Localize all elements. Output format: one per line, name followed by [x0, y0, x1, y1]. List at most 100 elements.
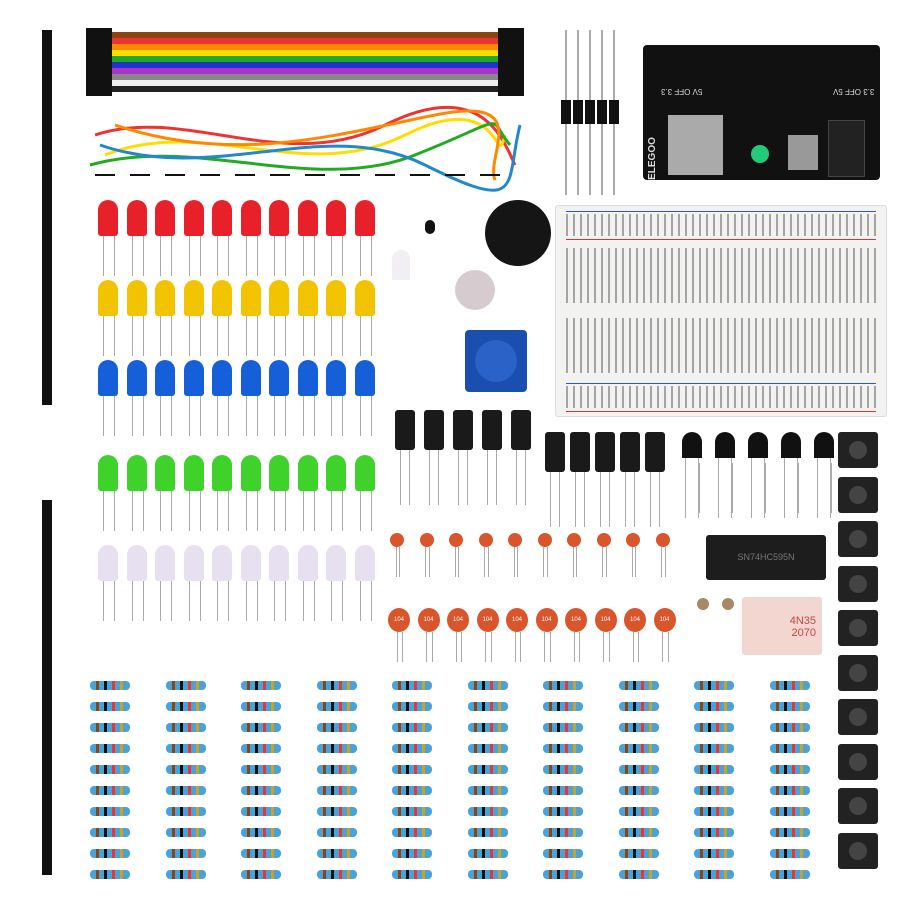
resistor: [753, 807, 826, 816]
resistor: [225, 702, 297, 711]
ceramic-capacitor: [390, 533, 404, 577]
led: [326, 455, 346, 531]
resistor: [527, 702, 599, 711]
ceramic-capacitor: [567, 533, 581, 577]
active-buzzer: [485, 200, 551, 266]
resistor: [225, 681, 297, 690]
tactile-button: [838, 788, 878, 824]
resistor: [376, 849, 448, 858]
resistor: [149, 786, 222, 795]
led: [297, 545, 318, 621]
resistor: [225, 744, 297, 753]
resistor: [74, 765, 146, 774]
resistor: [602, 744, 675, 753]
led: [155, 280, 175, 356]
electrolytic-capacitor: [545, 432, 565, 527]
resistor: [753, 744, 826, 753]
resistor: [376, 828, 448, 837]
resistor: [602, 786, 675, 795]
tactile-button: [838, 654, 878, 691]
resistor: [678, 765, 750, 774]
resistor: [376, 870, 448, 879]
resistor: [74, 702, 146, 711]
ceramic-capacitor: 104: [624, 608, 646, 662]
led: [98, 280, 118, 356]
header-pins-strip: [34, 30, 60, 405]
voltage-label: 5V OFF 3.3: [661, 87, 703, 96]
transistor: [748, 432, 768, 518]
led: [98, 455, 118, 531]
resistor: [74, 786, 146, 795]
led: [297, 360, 318, 436]
tactile-button: [838, 521, 878, 557]
led: [98, 200, 118, 276]
led: [297, 280, 318, 356]
resistor: [300, 786, 373, 795]
led: [126, 545, 147, 621]
led: [354, 360, 375, 436]
resistor: [451, 828, 524, 837]
resistor: [376, 786, 448, 795]
led: [155, 200, 175, 276]
led: [212, 455, 232, 531]
photoresistor: [722, 598, 734, 610]
resistor: [149, 723, 222, 732]
ceramic-capacitor: [596, 533, 611, 577]
resistor: [753, 870, 826, 879]
resistor: [753, 702, 826, 711]
led: [240, 200, 261, 276]
connector-end: [86, 28, 112, 96]
resistor: [300, 849, 373, 858]
resistor: [300, 870, 373, 879]
resistor: [225, 828, 297, 837]
resistor: [678, 744, 750, 753]
resistor: [527, 723, 599, 732]
resistor: [376, 723, 448, 732]
led: [183, 455, 204, 531]
resistor: [602, 849, 675, 858]
resistor: [451, 765, 524, 774]
resistor: [451, 807, 524, 816]
resistor: [74, 807, 146, 816]
resistor: [149, 681, 222, 690]
tactile-button: [838, 432, 878, 468]
ceramic-capacitor: 104: [565, 608, 587, 662]
breadboard: [555, 205, 887, 417]
resistor: [527, 807, 599, 816]
dc-jack: [828, 120, 865, 177]
resistor: [753, 828, 826, 837]
jumper-wires: [89, 105, 522, 192]
ceramic-capacitor: [537, 533, 552, 577]
resistor: [602, 870, 675, 879]
usb-port: [668, 115, 723, 175]
resistor: [300, 702, 373, 711]
resistor: [376, 765, 448, 774]
electrolytic-capacitor: [482, 410, 502, 505]
resistor: [527, 765, 599, 774]
resistor: [225, 723, 297, 732]
resistor: [300, 681, 373, 690]
resistor: [149, 870, 222, 879]
resistor: [753, 681, 826, 690]
tactile-button: [838, 832, 878, 869]
resistor: [300, 828, 373, 837]
ceramic-capacitor: 104: [506, 608, 528, 662]
electrolytic-capacitor: [453, 410, 473, 505]
resistor: [678, 849, 750, 858]
ic-shift-register: SN74HC595N: [706, 535, 826, 580]
ceramic-capacitor: 104: [594, 608, 617, 662]
led: [98, 545, 118, 621]
led: [126, 360, 147, 436]
photoresistor: [697, 598, 709, 610]
led: [155, 360, 175, 436]
resistor: [225, 870, 297, 879]
electrolytic-capacitor: [424, 410, 444, 505]
resistor: [300, 723, 373, 732]
resistor: [225, 765, 297, 774]
led: [326, 200, 346, 276]
led: [155, 455, 175, 531]
resistor: [602, 807, 675, 816]
led: [183, 360, 204, 436]
led: [354, 280, 375, 356]
